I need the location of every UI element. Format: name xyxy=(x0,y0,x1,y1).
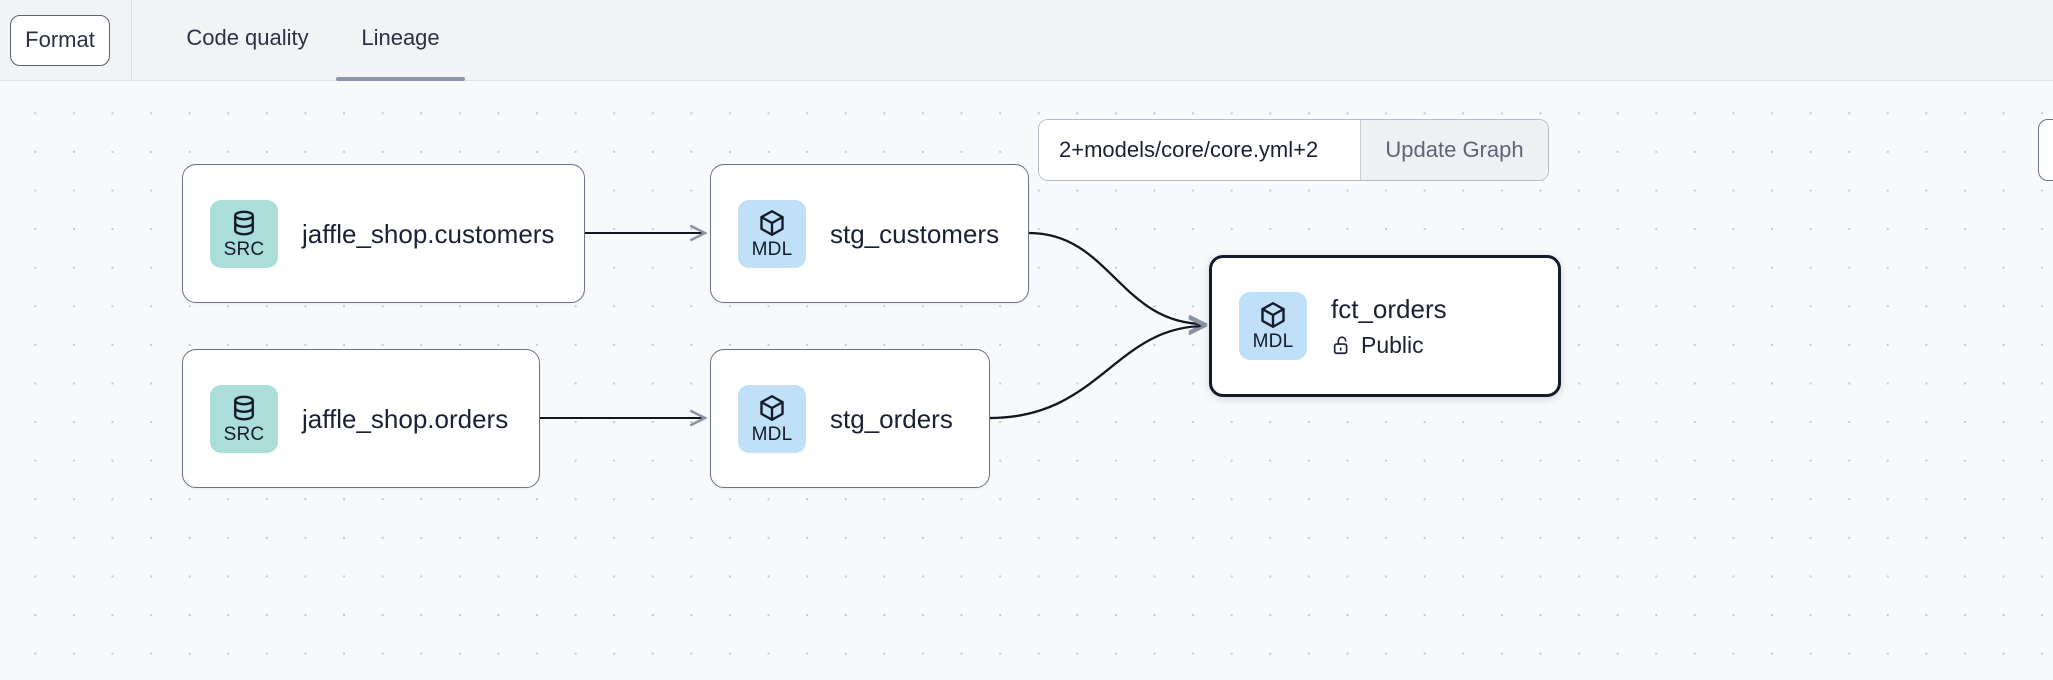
cube-icon xyxy=(760,209,784,236)
lineage-node-stg-customers[interactable]: MDL stg_customers xyxy=(710,164,1029,303)
tab-code-quality[interactable]: Code quality xyxy=(185,0,310,81)
node-access-label: Public xyxy=(1361,332,1424,358)
mdl-badge: MDL xyxy=(738,384,806,453)
node-access-row: Public xyxy=(1331,332,1447,358)
node-body: fct_orders Public xyxy=(1331,294,1447,358)
canvas-side-button[interactable] xyxy=(2038,119,2053,181)
node-body: stg_customers xyxy=(830,219,999,249)
tab-lineage-label: Lineage xyxy=(361,25,440,50)
node-title: stg_customers xyxy=(830,218,1000,249)
mdl-badge: MDL xyxy=(1239,292,1307,360)
mdl-badge-label: MDL xyxy=(1252,331,1294,352)
header-divider xyxy=(131,0,132,81)
database-icon xyxy=(234,395,254,420)
lineage-node-stg-orders[interactable]: MDL stg_orders xyxy=(710,349,990,488)
graph-selector-input[interactable] xyxy=(1039,120,1360,180)
node-body: stg_orders xyxy=(830,404,953,434)
mdl-badge: MDL xyxy=(738,199,806,268)
src-badge: SRC xyxy=(210,199,278,268)
unlock-icon xyxy=(1333,336,1348,355)
graph-selector-toolbar: Update Graph xyxy=(1038,119,1549,181)
toolbar-separator xyxy=(1360,120,1362,180)
cube-icon xyxy=(760,394,784,421)
cube-icon xyxy=(1261,302,1285,328)
node-title: stg_orders xyxy=(830,403,953,434)
edge-stg-orders-to-fct-orders xyxy=(989,326,1205,420)
mdl-badge-label: MDL xyxy=(751,423,793,445)
mdl-badge-label: MDL xyxy=(751,238,793,260)
format-button[interactable]: Format xyxy=(10,15,110,66)
lineage-node-fct-orders[interactable]: MDL fct_orders Public xyxy=(1209,255,1561,397)
node-title: fct_orders xyxy=(1331,294,1447,324)
update-graph-button[interactable]: Update Graph xyxy=(1361,120,1548,180)
lineage-node-jaffle-shop-customers[interactable]: SRC jaffle_shop.customers xyxy=(182,164,585,303)
database-icon xyxy=(234,210,254,235)
node-body: jaffle_shop.orders xyxy=(302,404,508,434)
node-title: jaffle_shop.customers xyxy=(302,218,555,249)
edge-stg-customers-to-fct-orders xyxy=(1028,231,1205,324)
node-title: jaffle_shop.orders xyxy=(302,403,509,434)
tab-lineage[interactable]: Lineage xyxy=(336,0,465,81)
src-badge-label: SRC xyxy=(223,238,265,260)
tab-code-quality-label: Code quality xyxy=(186,25,309,50)
toolbar-header: Format Code quality Lineage xyxy=(0,0,2053,81)
node-body: jaffle_shop.customers xyxy=(302,219,554,249)
lineage-canvas[interactable]: SRC jaffle_shop.customers SRC jaffle_sho… xyxy=(0,81,2053,680)
src-badge-label: SRC xyxy=(223,423,265,445)
lineage-node-jaffle-shop-orders[interactable]: SRC jaffle_shop.orders xyxy=(182,349,540,488)
src-badge: SRC xyxy=(210,384,278,453)
tab-lineage-underline xyxy=(336,77,465,81)
